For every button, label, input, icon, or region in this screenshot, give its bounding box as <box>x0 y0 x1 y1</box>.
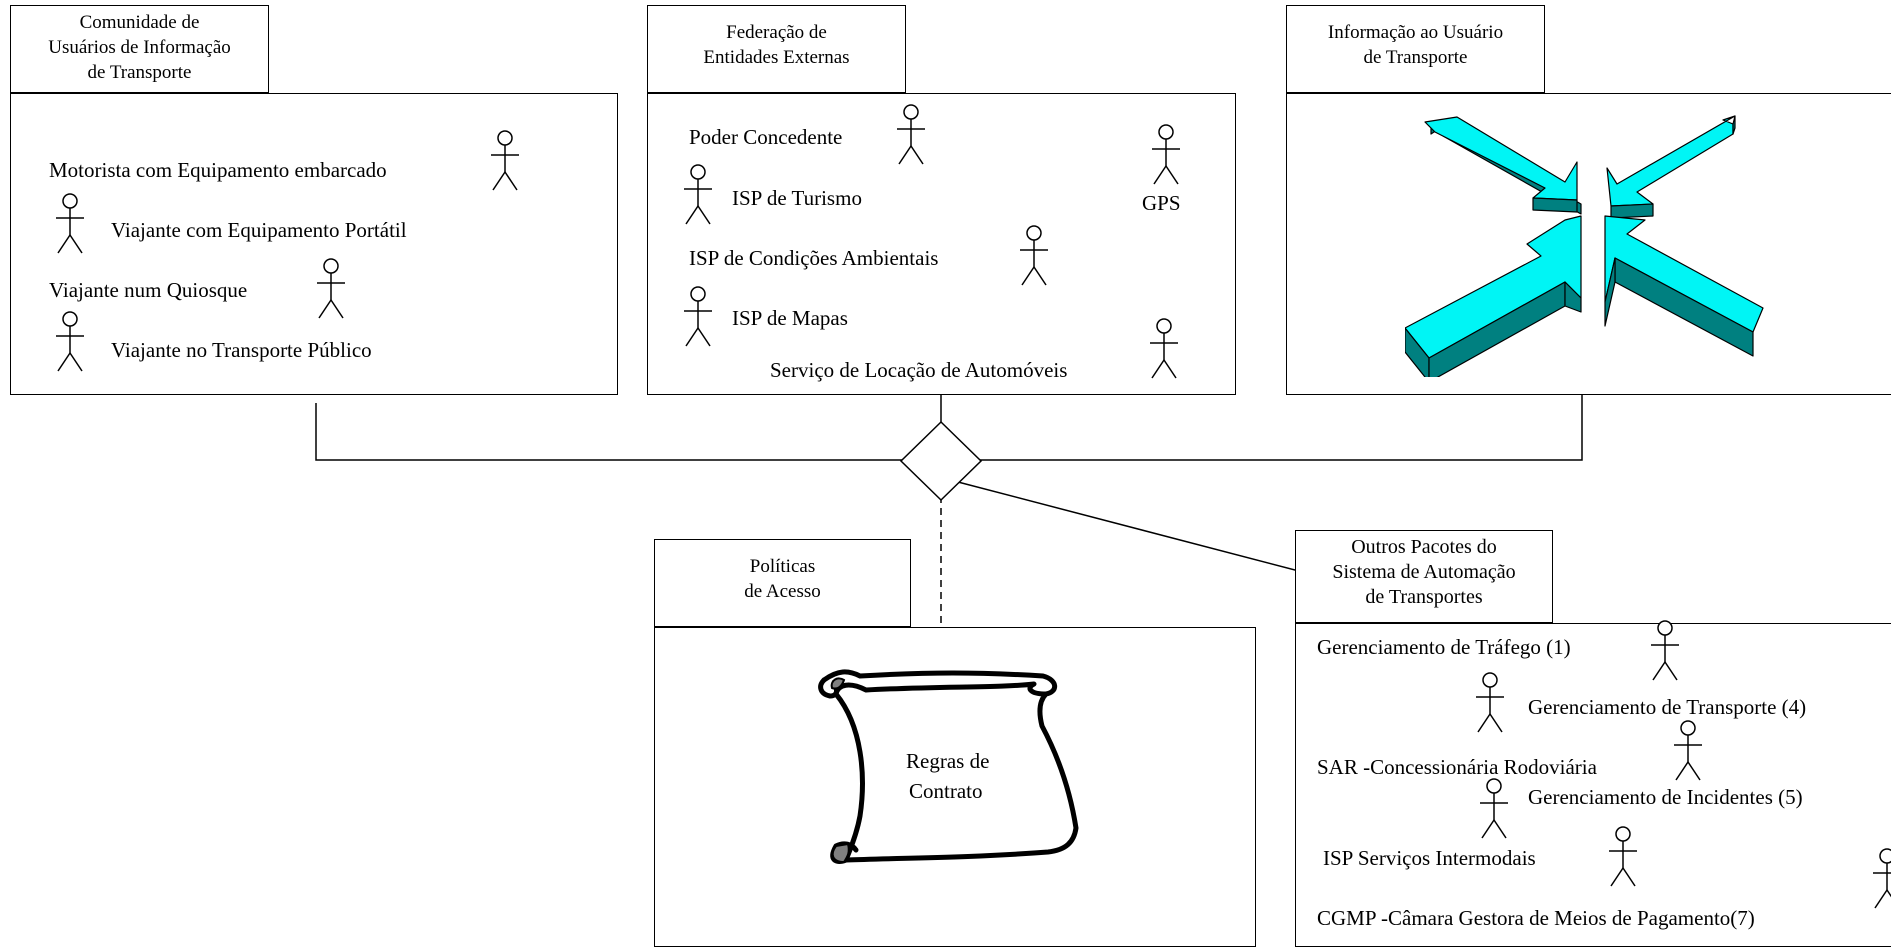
actor-label-isp-mapas: ISP de Mapas <box>732 306 848 330</box>
info-package-body <box>1286 93 1891 395</box>
actor-icon <box>1020 225 1048 286</box>
actor-label-isp-condicoes: ISP de Condições Ambientais <box>689 246 939 270</box>
actor-icon <box>1152 124 1180 185</box>
actor-icon <box>317 258 345 319</box>
actor-icon <box>1476 672 1504 733</box>
policies-package-title: Políticas de Acesso <box>654 539 911 627</box>
others-package-body <box>1295 623 1891 947</box>
actor-icon <box>1150 318 1178 379</box>
arrows-converging-icon <box>1405 115 1764 377</box>
actor-label-viajante-quiosque: Viajante num Quiosque <box>49 278 248 302</box>
actor-icon <box>491 130 519 191</box>
scroll-text-line-2: Contrato <box>909 779 983 803</box>
actor-icon <box>1480 778 1508 839</box>
info-package-title: Informação ao Usuário de Transporte <box>1286 5 1545 93</box>
actor-label-intermodais: ISP Serviços Intermodais <box>1323 846 1536 870</box>
users-package-title: Comunidade de Usuários de Informação de … <box>10 5 269 93</box>
federation-package-title: Federação de Entidades Externas <box>647 5 906 93</box>
actor-icon <box>1651 620 1679 681</box>
diamond-icon <box>899 420 983 502</box>
actor-label-sar: SAR -Concessionária Rodoviária <box>1317 755 1597 779</box>
actor-label-viajante-portatil: Viajante com Equipamento Portátil <box>111 218 407 242</box>
actor-icon <box>897 104 925 165</box>
scroll-icon <box>818 669 1079 864</box>
actor-label-locacao: Serviço de Locação de Automóveis <box>770 358 1068 382</box>
actor-label-gps: GPS <box>1142 191 1181 215</box>
actor-label-viajante-transporte: Viajante no Transporte Público <box>111 338 372 362</box>
actor-icon <box>1674 720 1702 781</box>
actor-label-trafego: Gerenciamento de Tráfego (1) <box>1317 635 1571 659</box>
policies-package-body <box>654 627 1256 947</box>
actor-icon <box>684 286 712 347</box>
actor-label-isp-turismo: ISP de Turismo <box>732 186 862 210</box>
actor-icon <box>1609 826 1637 887</box>
actor-label-poder-concedente: Poder Concedente <box>689 125 843 149</box>
actor-label-incidentes: Gerenciamento de Incidentes (5) <box>1528 785 1803 809</box>
actor-label-motorista: Motorista com Equipamento embarcado <box>49 158 387 182</box>
actor-label-cgmp: CGMP -Câmara Gestora de Meios de Pagamen… <box>1317 906 1755 930</box>
scroll-text-line-1: Regras de <box>906 749 990 773</box>
others-package-title: Outros Pacotes do Sistema de Automação d… <box>1295 530 1553 623</box>
actor-icon <box>56 193 84 254</box>
actor-icon <box>684 164 712 225</box>
actor-label-transporte: Gerenciamento de Transporte (4) <box>1528 695 1807 719</box>
users-package-body <box>10 93 618 395</box>
federation-package-body <box>647 93 1236 395</box>
actor-icon <box>56 311 84 372</box>
actor-icon <box>1873 848 1891 909</box>
